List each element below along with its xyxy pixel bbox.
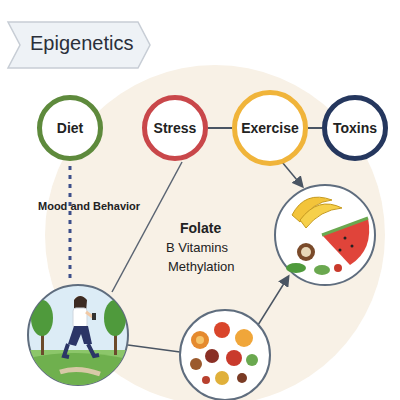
factor-circle: Exercise — [232, 90, 308, 166]
title-banner — [8, 22, 150, 68]
factor-label: Stress — [154, 120, 197, 136]
annotation-text: Methylation — [168, 259, 234, 274]
connector-line — [208, 127, 232, 129]
walking-woman-illustration — [20, 285, 140, 390]
fruit-illustration — [275, 185, 375, 285]
title-text: Epigenetics — [30, 32, 133, 55]
factor-circle: Stress — [142, 95, 208, 161]
annotation-text: Mood and Behavior — [38, 200, 140, 212]
annotation-text: B Vitamins — [166, 240, 228, 255]
factor-label: Diet — [57, 120, 83, 136]
arrow-line — [282, 162, 302, 186]
arrow-line — [128, 345, 180, 352]
factor-label: Exercise — [241, 120, 299, 136]
factor-circle: Toxins — [322, 95, 388, 161]
dotted-leader — [69, 166, 72, 282]
factor-circle: Diet — [37, 95, 103, 161]
connector-line — [308, 127, 322, 129]
factor-label: Toxins — [333, 120, 377, 136]
arrow-line — [258, 277, 288, 325]
food-bowl-illustration — [180, 310, 270, 400]
annotation-text: Folate — [180, 220, 221, 236]
